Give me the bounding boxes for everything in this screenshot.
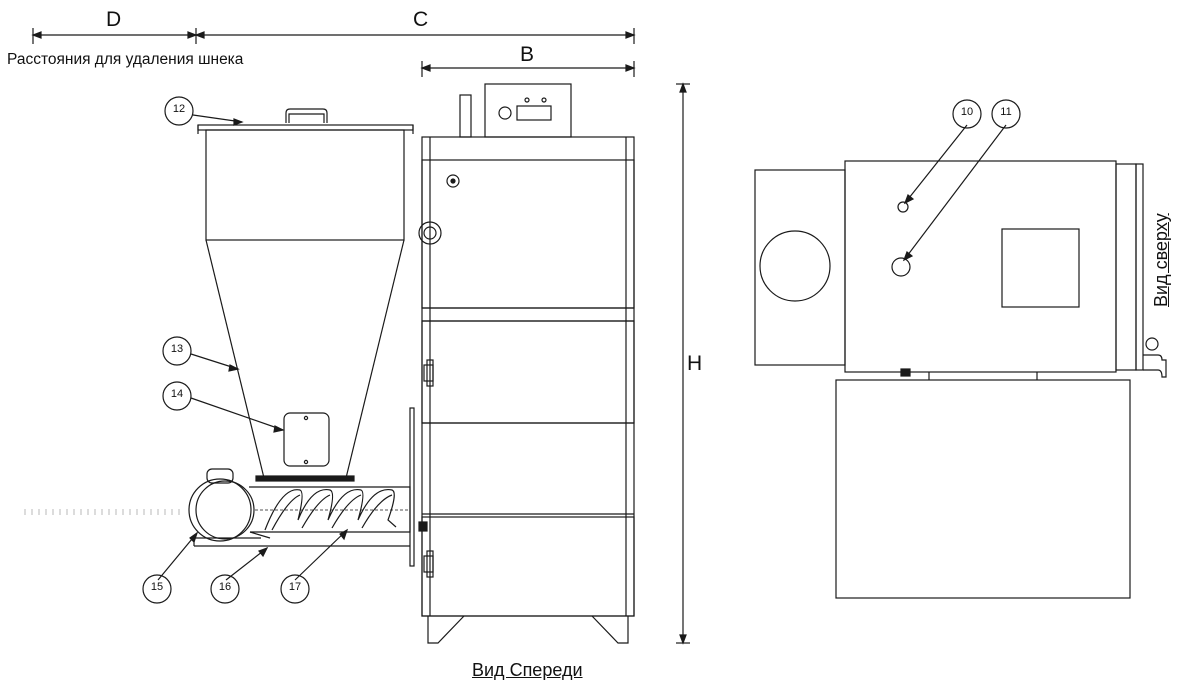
callout-16: 16 [218, 581, 232, 593]
top-view-caption: Вид сверху [1151, 213, 1171, 307]
callout-12: 12 [172, 103, 186, 115]
callout-14: 14 [170, 388, 184, 400]
auger-removal-note: Расстояния для удаления шнека [7, 51, 244, 68]
callout-leaders [157, 114, 1007, 581]
callout-11: 11 [1000, 106, 1012, 118]
dimension-c-label: C [413, 8, 429, 31]
dimension-lines [31, 28, 690, 645]
dimension-b-label: B [520, 43, 535, 66]
boiler-front [418, 83, 635, 644]
callout-10: 10 [960, 106, 974, 118]
callout-circles [142, 96, 1021, 604]
boiler-top-view [754, 160, 1167, 599]
callout-13: 13 [170, 343, 184, 355]
auger-feeder [24, 407, 415, 567]
fuel-hopper [197, 108, 414, 482]
callout-15: 15 [150, 581, 164, 593]
dimension-h-label: H [687, 352, 703, 375]
front-view-caption: Вид Спереди [472, 660, 583, 680]
dimension-d-label: D [106, 8, 122, 31]
callout-17: 17 [288, 581, 302, 593]
